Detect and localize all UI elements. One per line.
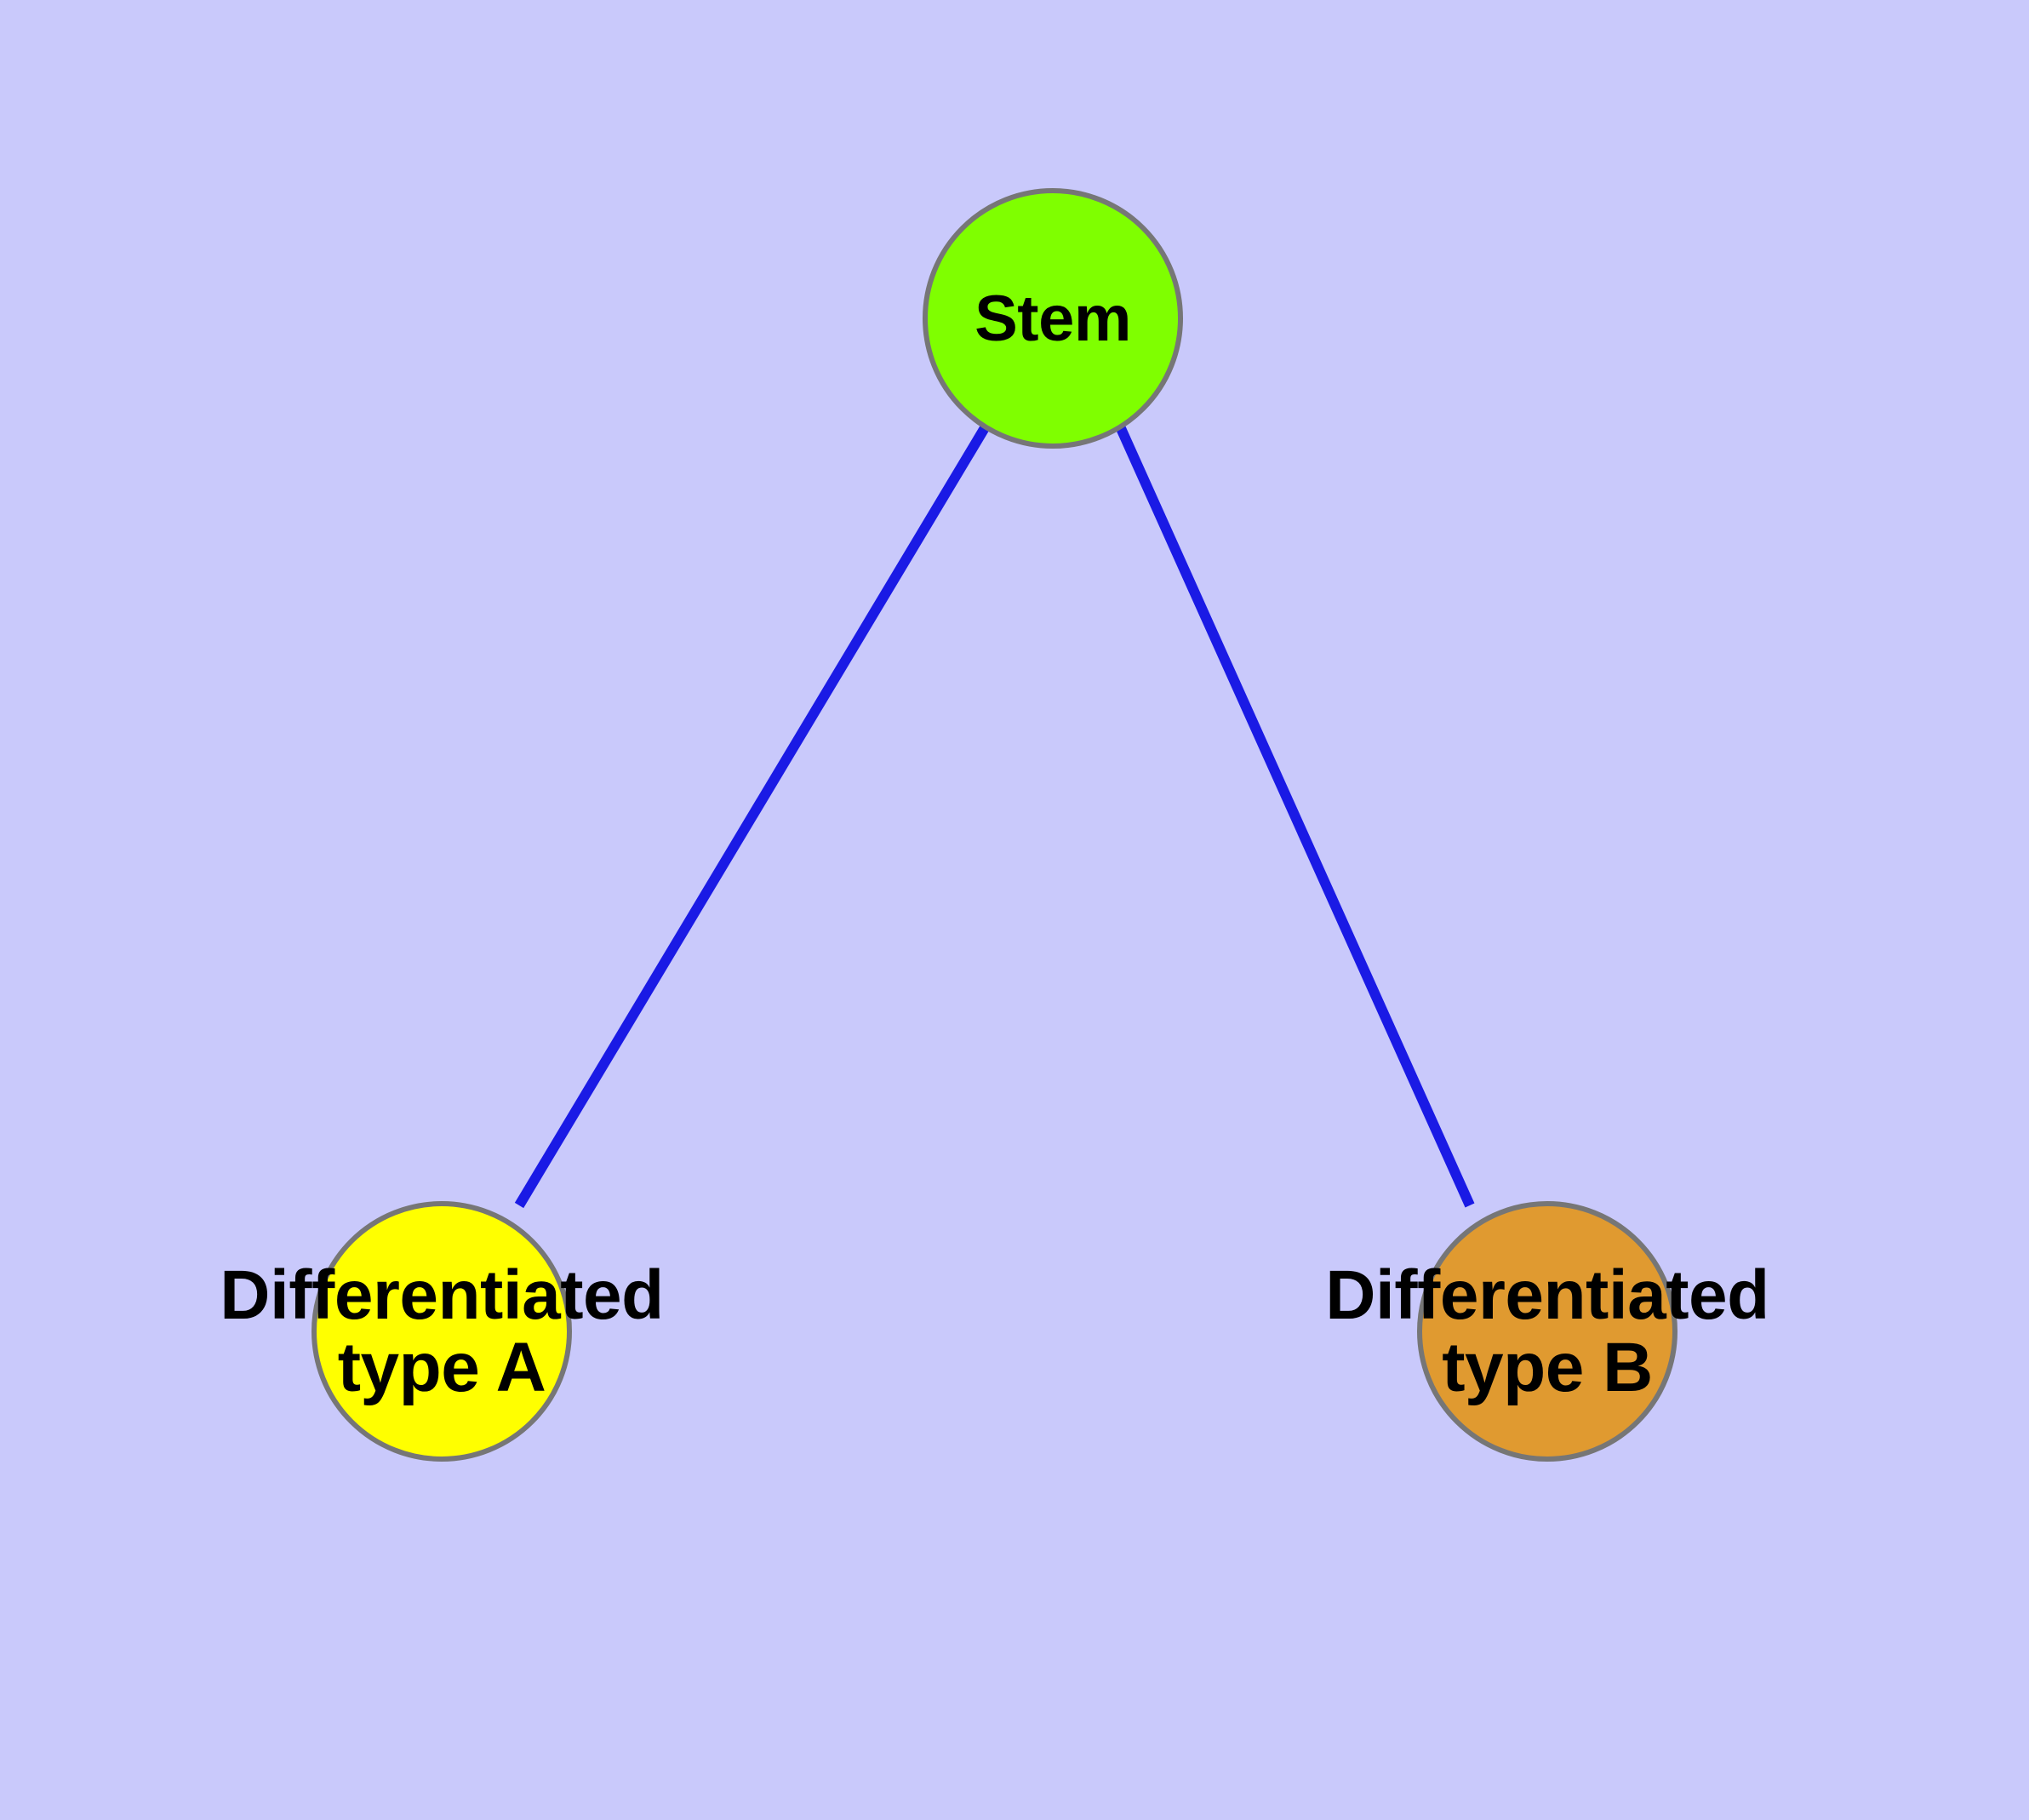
edge-group xyxy=(514,423,1475,1209)
edge-stem-to-diff-b[interactable] xyxy=(1115,424,1475,1208)
edge-stem-to-diff-a[interactable] xyxy=(514,423,991,1209)
node-differentiated-type-b[interactable] xyxy=(1417,1201,1677,1462)
node-differentiated-type-a[interactable] xyxy=(311,1201,572,1462)
node-stem[interactable] xyxy=(923,188,1183,449)
node-group xyxy=(311,188,1677,1462)
